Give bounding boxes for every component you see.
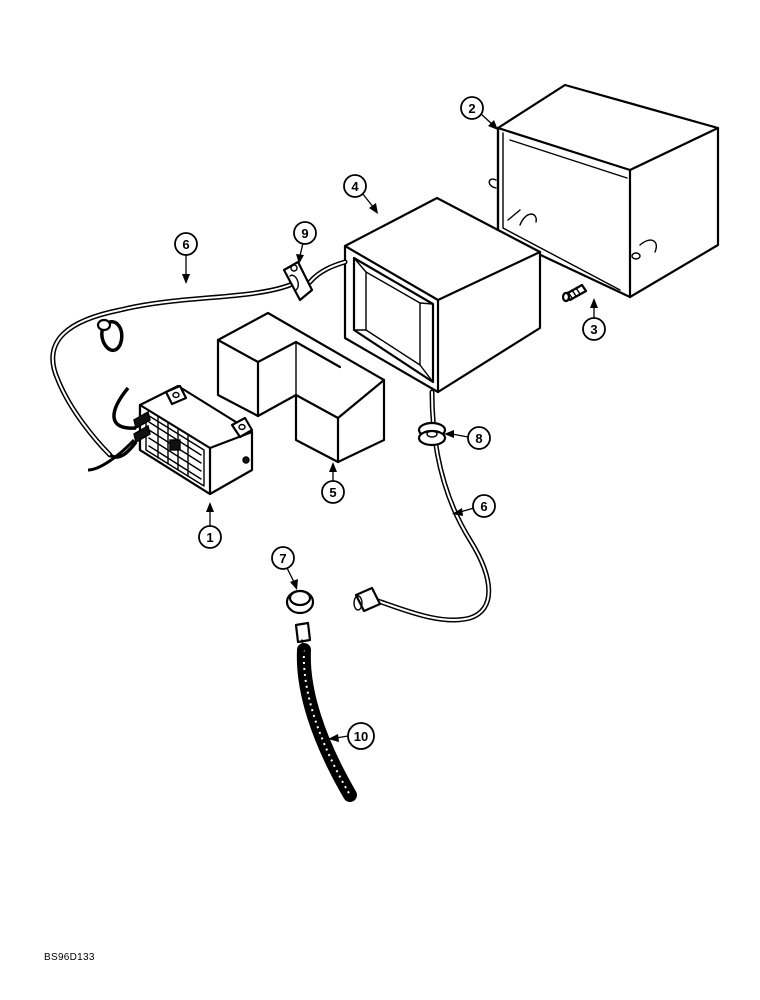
grommet-part	[417, 421, 447, 447]
connector-part	[285, 589, 315, 644]
callout-2: 2	[460, 96, 498, 130]
conduit-part	[296, 639, 357, 802]
cover-part	[488, 83, 720, 299]
clip-part	[282, 260, 314, 302]
svg-text:1: 1	[206, 530, 213, 545]
svg-text:10: 10	[354, 729, 368, 744]
svg-text:5: 5	[329, 485, 336, 500]
callout-3: 3	[582, 298, 606, 341]
callout-6-upper: 6	[174, 232, 198, 284]
svg-text:6: 6	[480, 499, 487, 514]
svg-text:6: 6	[182, 237, 189, 252]
svg-text:3: 3	[590, 322, 597, 337]
wire-harness-upper	[50, 259, 348, 472]
callout-6-lower: 6	[452, 494, 496, 518]
screw-part	[561, 283, 588, 303]
wire-harness-lower	[353, 389, 492, 623]
svg-text:8: 8	[475, 431, 482, 446]
callout-10: 10	[328, 722, 375, 750]
callout-7: 7	[271, 546, 298, 590]
callout-1: 1	[198, 502, 222, 549]
alarm-unit-part	[133, 384, 254, 496]
svg-text:4: 4	[351, 179, 359, 194]
svg-text:2: 2	[468, 101, 475, 116]
callout-8: 8	[444, 426, 491, 450]
drawing-id-label: BS96D133	[44, 952, 95, 963]
svg-text:7: 7	[279, 551, 286, 566]
callout-4: 4	[343, 174, 378, 214]
svg-text:9: 9	[301, 226, 308, 241]
foam-block-part	[216, 311, 386, 464]
callout-9: 9	[293, 221, 317, 264]
insulation-sleeve-part	[343, 196, 542, 394]
callout-5: 5	[321, 462, 345, 504]
